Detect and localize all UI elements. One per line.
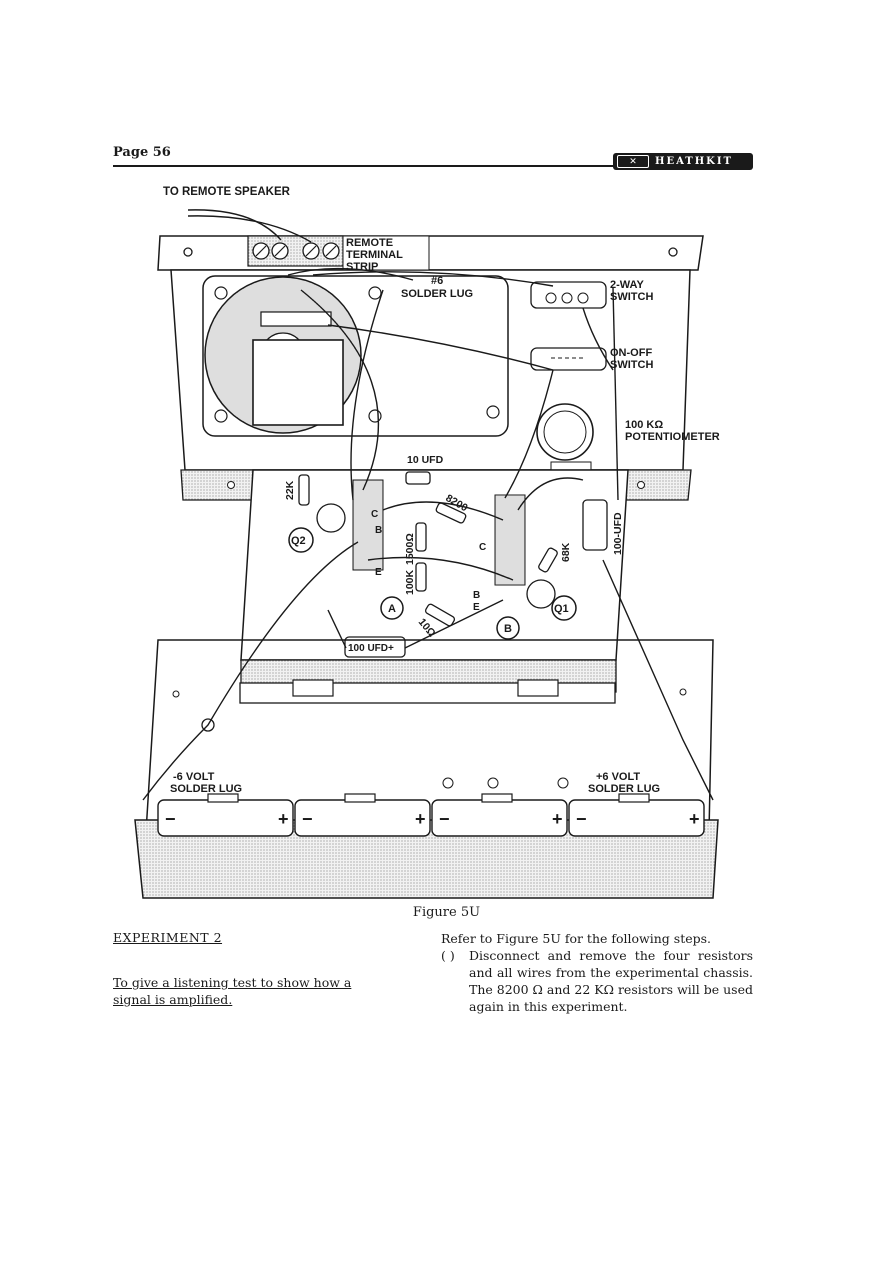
brand-logo: ✕ HEATHKIT: [613, 153, 753, 170]
label-neg-volt: -6 VOLT: [173, 771, 215, 783]
label-c-a: C: [371, 509, 378, 520]
svg-text:+: +: [689, 809, 700, 829]
label-remote: REMOTE: [346, 237, 393, 249]
two-way-switch: [530, 281, 607, 309]
figure-caption: Figure 5U: [412, 905, 481, 920]
label-board-b: B: [504, 623, 512, 635]
experiment-title: EXPERIMENT 2: [113, 930, 223, 945]
label-cap-100-vertical: 100-UFD: [612, 512, 624, 555]
wiring-figure: −+ −+ −+ −+ TO REMOTE SPEAKER REMOTE TER…: [134, 186, 720, 899]
label-pos-solder-lug: SOLDER LUG: [588, 783, 660, 795]
svg-text:+: +: [278, 809, 289, 829]
label-on-off: ON-OFF: [610, 347, 652, 359]
label-two-way: 2-WAY: [610, 279, 644, 291]
label-board-a: A: [388, 603, 396, 615]
logo-mark-icon: ✕: [617, 155, 649, 168]
label-r-68k: 68K: [560, 542, 572, 562]
label-pos-volt: +6 VOLT: [596, 771, 640, 783]
label-b-b: B: [473, 590, 480, 601]
label-to-remote-speaker: TO REMOTE SPEAKER: [163, 186, 291, 198]
label-solder-lug: SOLDER LUG: [401, 288, 473, 300]
label-on-off-switch: SWITCH: [610, 359, 653, 371]
label-r-1500: 1500Ω: [404, 533, 416, 565]
svg-text:−: −: [165, 809, 176, 829]
top-panel: [157, 235, 704, 271]
label-cap-10: 10 UFD: [407, 454, 444, 466]
page-number: Page 56: [113, 145, 171, 160]
instructions-intro: Refer to Figure 5U for the following ste…: [441, 931, 712, 946]
step-checkbox[interactable]: ( ): [441, 948, 455, 963]
battery-compartment: −+ −+ −+ −+: [134, 639, 719, 899]
label-lug-number: #6: [431, 275, 443, 287]
step-text: Disconnect and remove the four resistors…: [469, 948, 753, 1014]
wiring: [142, 209, 714, 801]
label-r-22k: 22K: [284, 480, 296, 500]
svg-text:−: −: [439, 809, 450, 829]
label-pot-value: 100 KΩ: [625, 419, 663, 431]
brand-name: HEATHKIT: [655, 156, 733, 167]
label-potentiometer: POTENTIOMETER: [625, 431, 720, 443]
label-q2: Q2: [291, 535, 306, 547]
label-neg-solder-lug: SOLDER LUG: [170, 783, 242, 795]
label-b-a: B: [375, 525, 382, 536]
label-cap-100-horizontal: 100 UFD+: [348, 643, 394, 654]
instructions: Refer to Figure 5U for the following ste…: [441, 930, 753, 1015]
experiment-purpose: To give a listening test to show how a s…: [113, 975, 352, 1007]
label-two-way-switch: SWITCH: [610, 291, 653, 303]
svg-text:+: +: [552, 809, 563, 829]
svg-text:−: −: [576, 809, 587, 829]
header-rule: [113, 165, 613, 167]
speaker: [202, 275, 509, 437]
label-strip: STRIP: [346, 261, 378, 273]
svg-text:+: +: [415, 809, 426, 829]
remote-terminal-strip: [247, 235, 430, 271]
svg-text:−: −: [302, 809, 313, 829]
label-e-a: E: [375, 567, 382, 578]
label-e-b: E: [473, 602, 480, 613]
step-item: ( ) Disconnect and remove the four resis…: [441, 947, 753, 1015]
label-q1: Q1: [554, 603, 569, 615]
components: [298, 471, 608, 658]
label-r-100k: 100K: [404, 569, 416, 595]
label-c-b: C: [479, 542, 486, 553]
label-terminal: TERMINAL: [346, 249, 403, 261]
